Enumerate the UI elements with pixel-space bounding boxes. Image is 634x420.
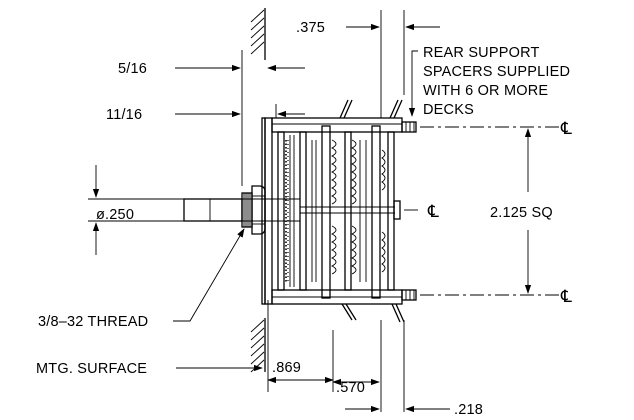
centerlines [404,126,560,296]
terminal-lugs [339,99,405,323]
mounting-wall-top [250,8,266,60]
dim-250-label: ø.250 [96,207,134,223]
extension-lines-top [241,10,405,186]
thread-label: 3/8–32 THREAD [38,314,148,330]
front-plate [261,117,277,305]
dim-5-16-label: 5/16 [118,61,147,77]
dim-869: .869 [267,360,334,384]
dim-250: ø.250 [88,165,184,255]
dim-11-16: 11/16 [106,104,305,123]
dim-218: .218 [345,402,483,418]
dim-2125-label: 2.125 SQ [490,205,553,221]
dim-869-label: .869 [272,360,301,376]
contact-clips [330,139,386,275]
mtg-surface-label: MTG. SURFACE [36,361,147,377]
dim-11-16-label: 11/16 [106,107,142,123]
thread-callout: 3/8–32 THREAD [38,228,245,330]
mounting-wall-bottom [250,318,266,373]
rear-note-line-1: REAR SUPPORT [423,45,540,61]
centerline-symbol-top: ℄ [560,119,572,138]
deck-texture [285,140,289,282]
frame-bars [271,117,403,305]
dim-5-16: 5/16 [118,61,305,77]
center-hub [393,200,401,220]
rear-note: REAR SUPPORT SPACERS SUPPLIED WITH 6 OR … [408,45,570,118]
shaft [183,198,395,222]
dim-375-label: .375 [296,20,325,36]
centerline-marks: ℄ ℄ ℄ [427,119,572,306]
centerline-symbol-mid: ℄ [427,202,439,221]
mtg-surface-callout: MTG. SURFACE [36,361,263,377]
dim-570: .570 [332,378,380,396]
dim-2125: 2.125 SQ [490,128,553,294]
rear-note-line-4: DECKS [423,102,474,118]
dim-218-label: .218 [454,402,483,415]
rear-note-line-3: WITH 6 OR MORE [423,83,548,99]
rear-spacers [401,121,417,301]
centerline-symbol-bottom: ℄ [560,287,572,306]
dim-570-label: .570 [336,380,365,396]
dim-375: .375 [296,20,440,36]
rear-note-line-2: SPACERS SUPPLIED [423,64,570,80]
